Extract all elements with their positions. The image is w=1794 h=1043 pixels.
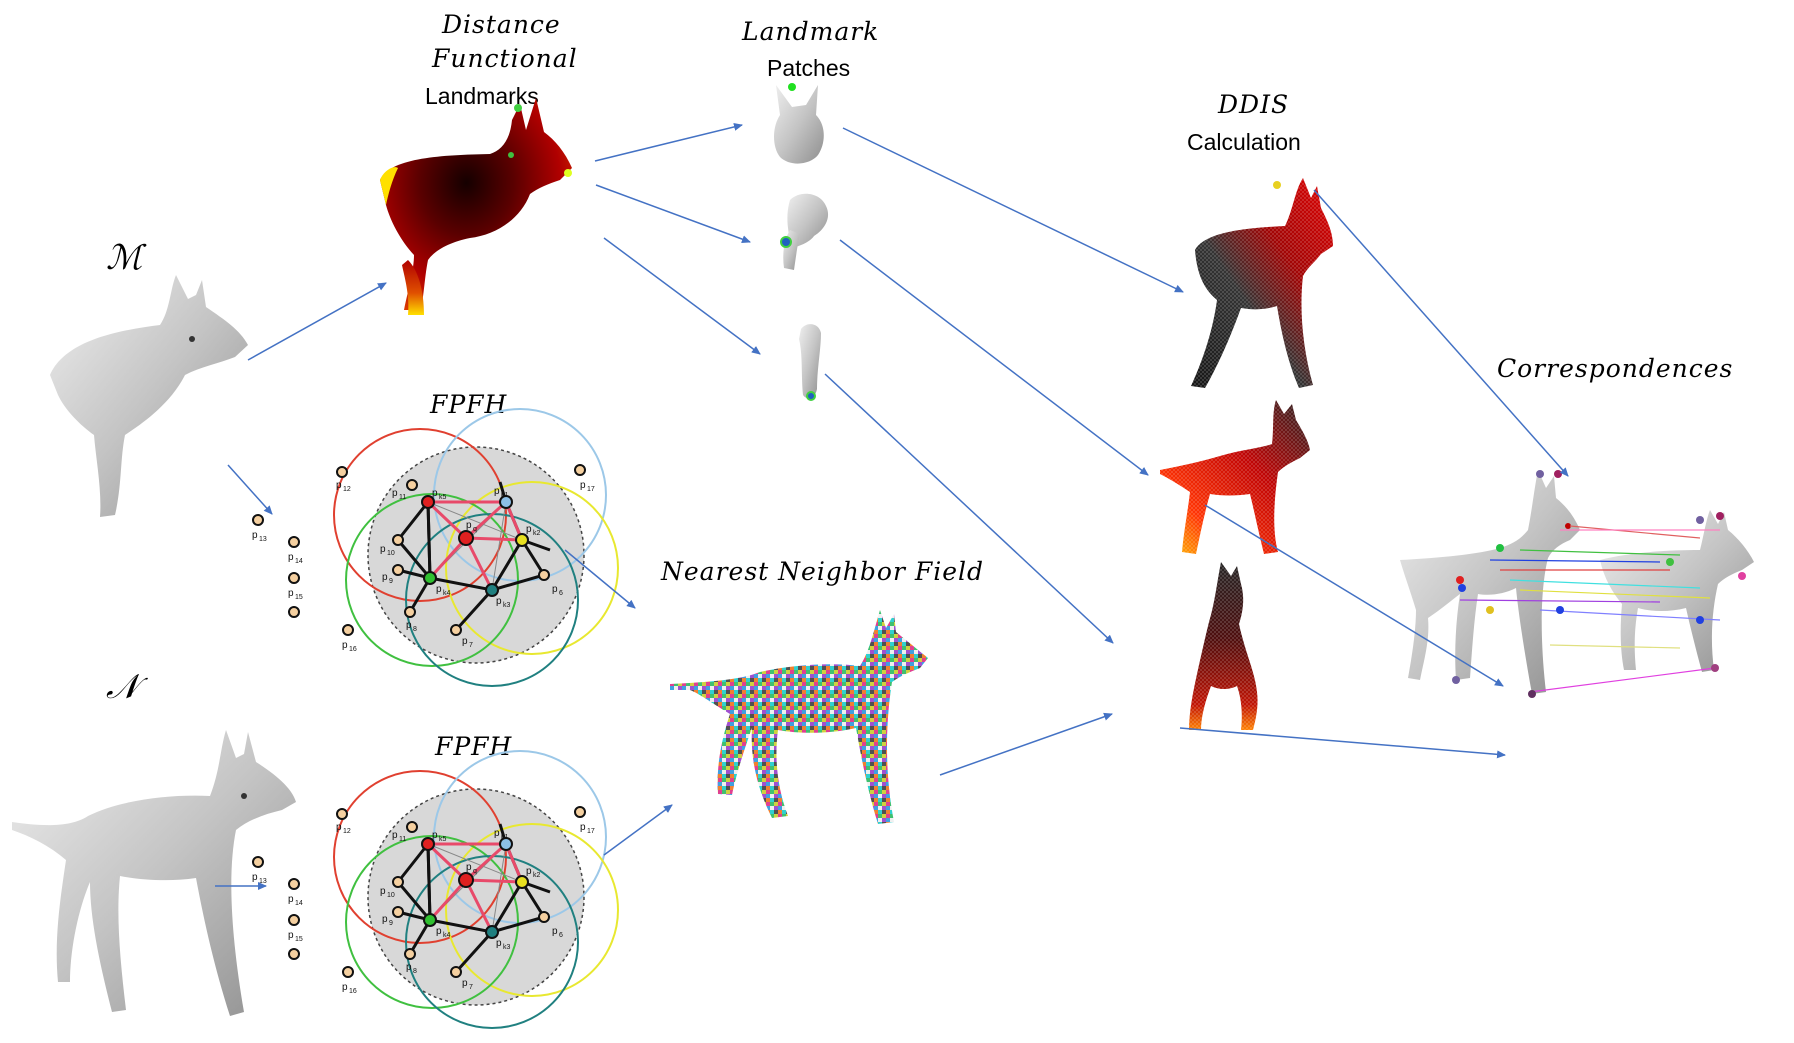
label-mesh-n: 𝒩 <box>106 667 139 707</box>
label-ddis: DDIS <box>1218 90 1290 119</box>
svg-text:13: 13 <box>259 536 267 543</box>
label-patches: Patches <box>767 55 851 81</box>
svg-text:k4: k4 <box>443 590 451 597</box>
label-landmark: Landmark <box>742 17 880 46</box>
arrow-patch-head-to-ddis <box>842 127 1184 293</box>
nnf-dog <box>670 610 928 824</box>
svg-text:16: 16 <box>349 646 357 653</box>
label-mesh-m: ℳ <box>106 238 143 278</box>
svg-text:p: p <box>406 620 412 631</box>
landmark-patch-head <box>774 83 824 164</box>
svg-text:p: p <box>496 596 502 607</box>
svg-text:p: p <box>552 584 558 595</box>
arrow-ddis1-to-corr <box>1313 189 1569 477</box>
svg-text:p: p <box>462 636 468 647</box>
fpfh-diagram-bottom <box>250 749 620 1030</box>
fpfh-diagram-top: p12 p11 pk5 pk1 p17 p13 p10 pk2 pq p14 p… <box>252 408 619 687</box>
svg-text:p: p <box>466 520 472 531</box>
correspondences-figure <box>1400 470 1754 698</box>
label-functional: Functional <box>432 44 578 73</box>
label-fpfh-bottom: FPFH <box>435 732 513 761</box>
correspondence-target-dog <box>1600 510 1754 672</box>
svg-text:k5: k5 <box>439 494 447 501</box>
mesh-m-dog <box>50 275 248 517</box>
landmark-patch-foot <box>799 324 821 401</box>
arrow-to-patch-foot <box>603 237 761 355</box>
svg-text:10: 10 <box>387 550 395 557</box>
svg-text:p: p <box>380 544 386 555</box>
svg-text:15: 15 <box>295 594 303 601</box>
svg-text:p: p <box>526 524 532 535</box>
svg-text:11: 11 <box>399 494 406 501</box>
label-distance: Distance <box>442 10 561 39</box>
arrow-to-patch-head <box>594 123 743 162</box>
svg-text:7: 7 <box>469 642 473 649</box>
svg-text:p: p <box>432 488 438 499</box>
svg-text:k1: k1 <box>501 492 509 499</box>
svg-text:12: 12 <box>343 486 351 493</box>
distance-functional-dog <box>380 98 572 315</box>
svg-text:p: p <box>288 588 294 599</box>
arrow-ddis3-to-corr <box>1179 727 1506 759</box>
svg-text:p: p <box>252 530 258 541</box>
svg-text:p: p <box>288 552 294 563</box>
svg-text:9: 9 <box>389 578 393 585</box>
arrow-to-patch-leg <box>595 184 751 243</box>
landmark-patch-leg <box>780 193 829 270</box>
arrow-patch-foot-to-ddis <box>824 373 1114 644</box>
flow-arrows <box>215 123 1569 890</box>
svg-text:17: 17 <box>587 486 595 493</box>
svg-text:p: p <box>580 480 586 491</box>
svg-text:k2: k2 <box>533 530 541 537</box>
arrow-ddis2-to-corr <box>1204 504 1504 687</box>
svg-text:p: p <box>392 488 398 499</box>
arrow-m-to-distance <box>247 282 387 361</box>
mesh-n-dog <box>12 730 296 1016</box>
ddis-dog-2 <box>1160 400 1320 560</box>
svg-text:14: 14 <box>295 558 303 565</box>
svg-text:p: p <box>436 584 442 595</box>
arrow-fpfh-top-to-nnf <box>564 549 636 609</box>
svg-text:8: 8 <box>413 626 417 633</box>
arrow-nnf-to-ddis <box>939 712 1113 776</box>
label-correspondences: Correspondences <box>1497 354 1734 383</box>
label-calculation: Calculation <box>1187 129 1301 155</box>
arrow-m-to-fpfh <box>227 464 273 515</box>
ddis-dog-1 <box>1175 170 1355 390</box>
svg-text:k3: k3 <box>503 602 511 609</box>
svg-text:p: p <box>494 486 500 497</box>
arrow-fpfh-bottom-to-nnf <box>603 804 673 856</box>
ddis-dog-3 <box>1175 562 1315 737</box>
svg-text:p: p <box>336 480 342 491</box>
svg-text:q: q <box>473 526 477 533</box>
svg-text:p: p <box>342 640 348 651</box>
label-nnf: Nearest Neighbor Field <box>661 557 985 586</box>
correspondence-source-dog <box>1400 470 1580 694</box>
svg-text:6: 6 <box>559 590 563 597</box>
arrow-patch-leg-to-ddis <box>839 239 1149 476</box>
svg-text:p: p <box>382 572 388 583</box>
